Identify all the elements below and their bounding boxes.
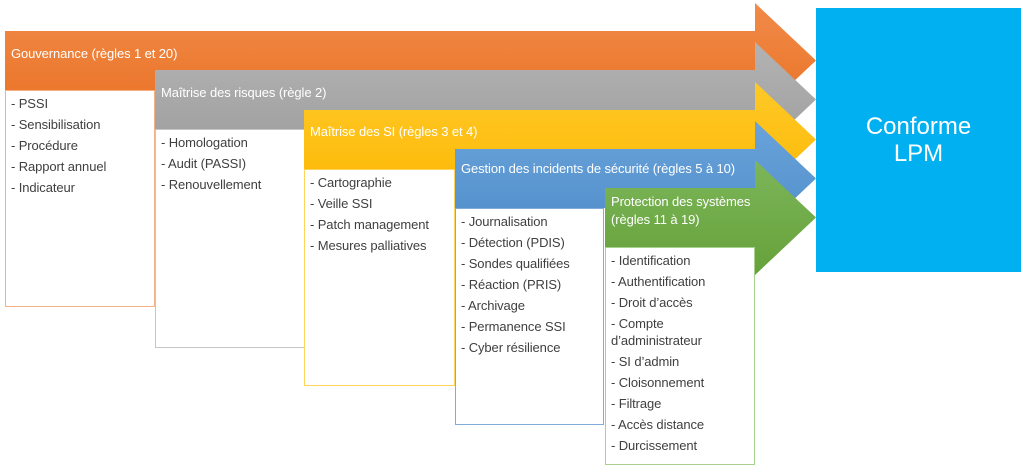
list-item: - SI d’admin <box>611 354 680 369</box>
conforme-lpm-label: Conforme LPM <box>865 113 972 167</box>
list-item: - PSSI <box>11 96 48 111</box>
list-item: - Mesures palliatives <box>310 238 427 253</box>
list-item: - Indicateur <box>11 180 75 195</box>
list-item: - Cloisonnement <box>611 375 705 390</box>
protection-systemes-list-box: - Identification - Authentification - Droi… <box>605 247 755 465</box>
list-item: - Durcissement <box>611 438 698 453</box>
list-item: - Rapport annuel <box>11 159 107 174</box>
maitrise-risques-list: - Homologation - Audit (PASSI) - Renouvell… <box>161 132 303 195</box>
gouvernance-list: - PSSI - Sensibilisation - Procédure - Rapp… <box>11 93 152 198</box>
gouvernance-list-box: - PSSI - Sensibilisation - Procédure - Rapp… <box>5 90 155 307</box>
list-item: - Droit d’accès <box>611 295 693 310</box>
list-item: - Identification <box>611 253 691 268</box>
conforme-lpm-box: Conforme LPM <box>816 8 1021 272</box>
list-item: - Cyber résilience <box>461 340 561 355</box>
maitrise-risques-banner-label: Maîtrise des risques (règle 2) <box>161 85 327 100</box>
maitrise-risques-list-box: - Homologation - Audit (PASSI) - Renouvell… <box>155 129 306 348</box>
list-item: - Homologation <box>161 135 248 150</box>
maitrise-si-banner-label: Maîtrise des SI (règles 3 et 4) <box>310 124 478 139</box>
list-item: - Accès distance <box>611 417 705 432</box>
list-item: - Audit (PASSI) <box>161 156 246 171</box>
gestion-incidents-list-box: - Journalisation - Détection (PDIS) - Sond… <box>455 208 604 425</box>
maitrise-si-list: - Cartographie - Veille SSI - Patch manage… <box>310 172 452 256</box>
protection-systemes-banner-label: Protection des systèmes (règles 11 à 19) <box>611 194 751 227</box>
list-item: - Cartographie <box>310 175 392 190</box>
list-item: - Réaction (PRIS) <box>461 277 562 292</box>
list-item: - Journalisation <box>461 214 548 229</box>
list-item: - Détection (PDIS) <box>461 235 565 250</box>
list-item: - Authentification <box>611 274 706 289</box>
gestion-incidents-list: - Journalisation - Détection (PDIS) - Sond… <box>461 211 601 358</box>
list-item: - Patch management <box>310 217 429 232</box>
list-item: - Permanence SSI <box>461 319 566 334</box>
list-item: - Archivage <box>461 298 525 313</box>
list-item: - Procédure <box>11 138 78 153</box>
protection-systemes-list: - Identification - Authentification - Droi… <box>611 250 752 456</box>
list-item: - Filtrage <box>611 396 662 411</box>
list-item: - Compte d’administrateur <box>611 316 702 348</box>
list-item: - Sondes qualifiées <box>461 256 570 271</box>
list-item: - Veille SSI <box>310 196 373 211</box>
maitrise-si-list-box: - Cartographie - Veille SSI - Patch manage… <box>304 169 455 386</box>
gestion-incidents-banner-label: Gestion des incidents de sécurité (règle… <box>461 161 736 176</box>
list-item: - Renouvellement <box>161 177 262 192</box>
gouvernance-banner-label: Gouvernance (règles 1 et 20) <box>11 46 178 61</box>
list-item: - Sensibilisation <box>11 117 101 132</box>
